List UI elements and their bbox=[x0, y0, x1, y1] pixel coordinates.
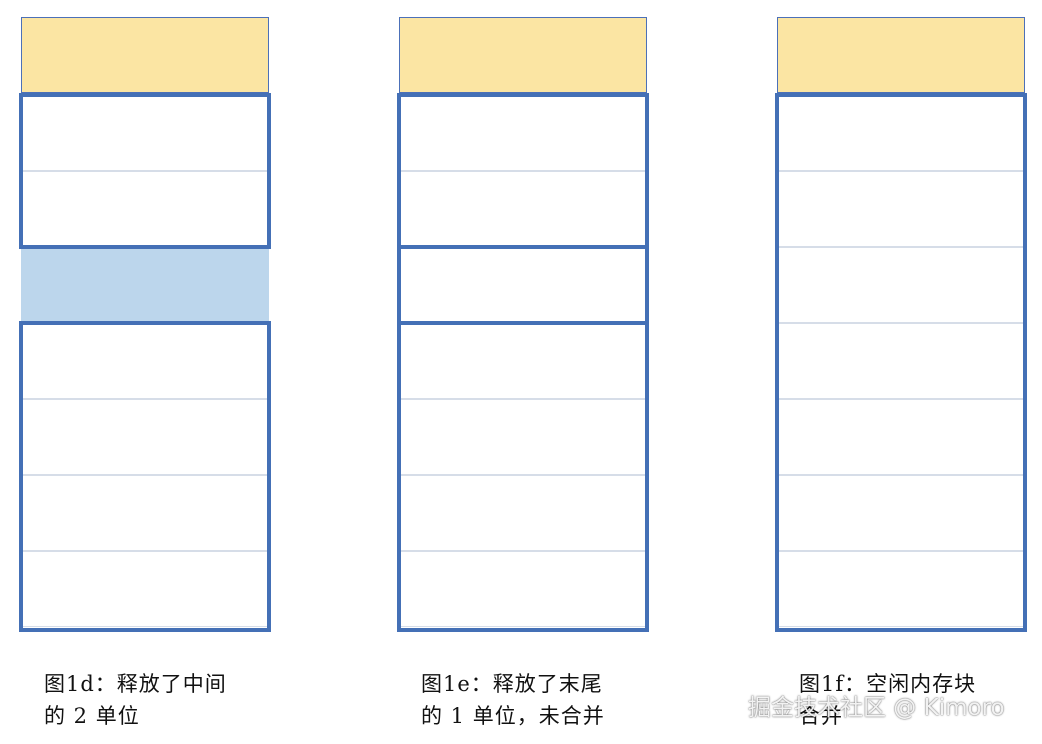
memory-unit bbox=[777, 551, 1025, 627]
caption-line: 的 1 单位，未合并 bbox=[421, 704, 605, 728]
memory-unit bbox=[777, 475, 1025, 551]
caption-line: 合并 bbox=[799, 704, 843, 728]
header-unit bbox=[21, 17, 269, 93]
memory-unit bbox=[21, 475, 269, 551]
memory-unit bbox=[399, 171, 647, 247]
caption-line: 图1e：释放了末尾 bbox=[421, 672, 603, 696]
memory-unit bbox=[21, 323, 269, 399]
caption-1e: 图1e：释放了末尾 的 1 单位，未合并 bbox=[421, 668, 605, 732]
memory-unit bbox=[21, 171, 269, 247]
memory-unit bbox=[399, 551, 647, 627]
freed-memory-unit bbox=[21, 247, 269, 323]
caption-line: 的 2 单位 bbox=[44, 704, 140, 728]
memory-unit bbox=[399, 475, 647, 551]
caption-line: 图1d：释放了中间 bbox=[44, 672, 227, 696]
caption-1f: 图1f：空闲内存块 合并 bbox=[799, 668, 976, 732]
memory-unit bbox=[399, 95, 647, 171]
header-unit bbox=[777, 17, 1025, 93]
memory-unit bbox=[399, 399, 647, 475]
memory-unit bbox=[777, 247, 1025, 323]
caption-1d: 图1d：释放了中间 的 2 单位 bbox=[44, 668, 227, 732]
memory-unit bbox=[21, 95, 269, 171]
memory-unit bbox=[21, 399, 269, 475]
header-unit bbox=[399, 17, 647, 93]
watermark: 掘金技术社区 @ Kimoro bbox=[748, 695, 1005, 721]
memory-unit bbox=[777, 95, 1025, 171]
memory-unit bbox=[21, 551, 269, 627]
memory-unit bbox=[777, 171, 1025, 247]
memory-unit bbox=[399, 247, 647, 323]
caption-line: 图1f：空闲内存块 bbox=[799, 672, 977, 696]
memory-unit bbox=[399, 323, 647, 399]
memory-unit bbox=[777, 323, 1025, 399]
memory-unit bbox=[777, 399, 1025, 475]
